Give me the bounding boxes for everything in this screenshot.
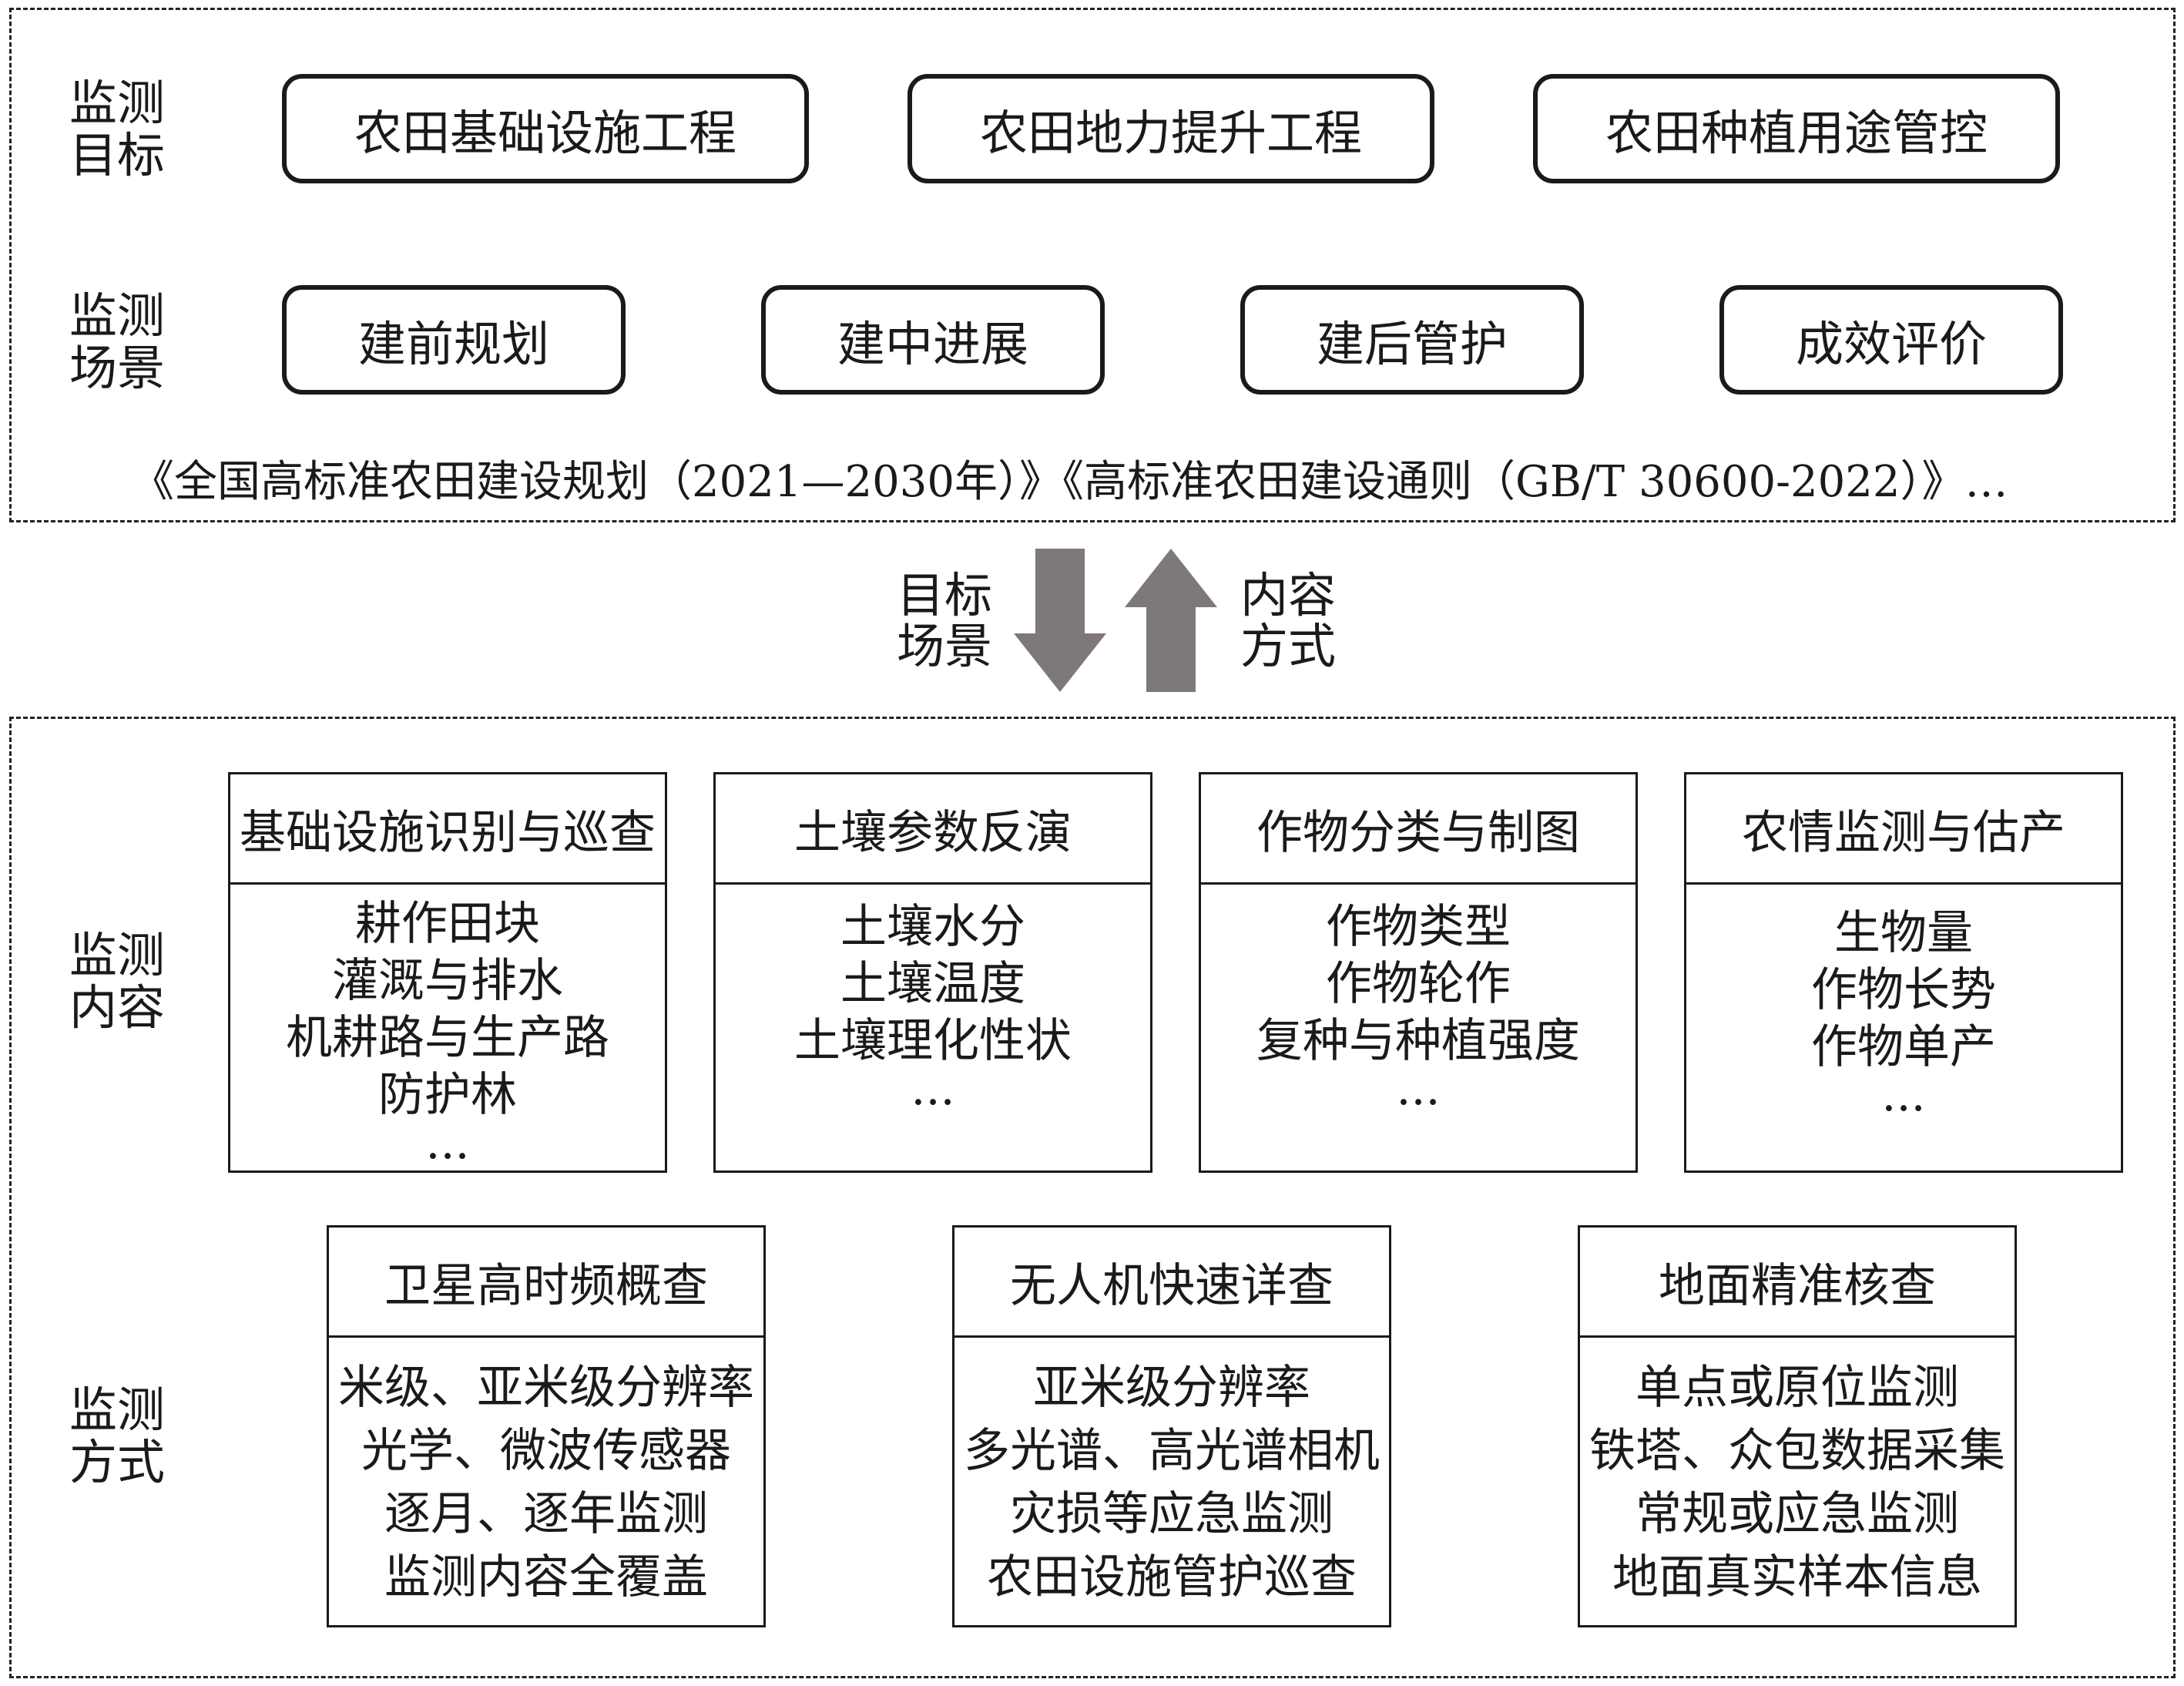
up-arrow-label: 内容 方式 xyxy=(1240,567,1336,674)
card-items: 作物类型 作物轮作 复种与种植强度 ... xyxy=(1256,900,1580,1116)
card-title: 作物分类与制图 xyxy=(1201,774,1635,885)
card-items: 耕作田块 灌溉与排水 机耕路与生产路 防护林 ... xyxy=(286,897,609,1170)
target-fertility: 农田地力提升工程 xyxy=(907,74,1434,183)
arrow-down-icon xyxy=(1014,549,1106,692)
card-title: 地面精准核查 xyxy=(1580,1228,2015,1338)
scene-progress: 建中进展 xyxy=(761,285,1105,395)
content-card-crop: 作物分类与制图 作物类型 作物轮作 复种与种植强度 ... xyxy=(1199,772,1638,1173)
card-items: 单点或原位监测 铁塔、众包数据采集 常规或应急监测 地面真实样本信息 xyxy=(1589,1361,2005,1604)
card-items: 亚米级分辨率 多光谱、高光谱相机 灾损等应急监测 农田设施管护巡查 xyxy=(964,1361,1380,1604)
target-label: 监测 目标 xyxy=(69,75,165,183)
content-label: 监测 内容 xyxy=(69,927,165,1036)
card-items: 米级、亚米级分辨率 光学、微波传感器 逐月、逐年监测 监测内容全覆盖 xyxy=(338,1361,754,1604)
top-section xyxy=(9,8,2176,522)
scene-planning: 建前规划 xyxy=(282,285,626,395)
method-card-ground: 地面精准核查 单点或原位监测 铁塔、众包数据采集 常规或应急监测 地面真实样本信… xyxy=(1578,1225,2017,1627)
card-title: 土壤参数反演 xyxy=(716,774,1150,885)
content-card-agri: 农情监测与估产 生物量 作物长势 作物单产 ... xyxy=(1684,772,2123,1173)
arrow-up-icon xyxy=(1125,549,1217,692)
card-title: 卫星高时频概查 xyxy=(329,1228,763,1338)
card-items: 土壤水分 土壤温度 土壤理化性状 ... xyxy=(794,900,1072,1116)
content-card-soil: 土壤参数反演 土壤水分 土壤温度 土壤理化性状 ... xyxy=(713,772,1152,1173)
reference-documents: 《全国高标准农田建设规划（2021—2030年）》《高标准农田建设通则（GB/T… xyxy=(131,457,2008,507)
bottom-section xyxy=(9,717,2176,1678)
card-title: 基础设施识别与巡查 xyxy=(230,774,665,885)
method-card-satellite: 卫星高时频概查 米级、亚米级分辨率 光学、微波传感器 逐月、逐年监测 监测内容全… xyxy=(327,1225,766,1627)
card-title: 无人机快速详查 xyxy=(954,1228,1389,1338)
scene-label: 监测 场景 xyxy=(69,287,165,396)
scene-maintenance: 建后管护 xyxy=(1240,285,1584,395)
down-arrow-label: 目标 场景 xyxy=(896,567,992,674)
content-card-infrastructure: 基础设施识别与巡查 耕作田块 灌溉与排水 机耕路与生产路 防护林 ... xyxy=(228,772,667,1173)
target-land-use: 农田种植用途管控 xyxy=(1533,74,2060,183)
card-title: 农情监测与估产 xyxy=(1686,774,2121,885)
method-label: 监测 方式 xyxy=(69,1382,165,1490)
card-items: 生物量 作物长势 作物单产 ... xyxy=(1811,906,1996,1122)
method-card-uav: 无人机快速详查 亚米级分辨率 多光谱、高光谱相机 灾损等应急监测 农田设施管护巡… xyxy=(952,1225,1391,1627)
target-infrastructure: 农田基础设施工程 xyxy=(282,74,809,183)
scene-evaluation: 成效评价 xyxy=(1719,285,2063,395)
